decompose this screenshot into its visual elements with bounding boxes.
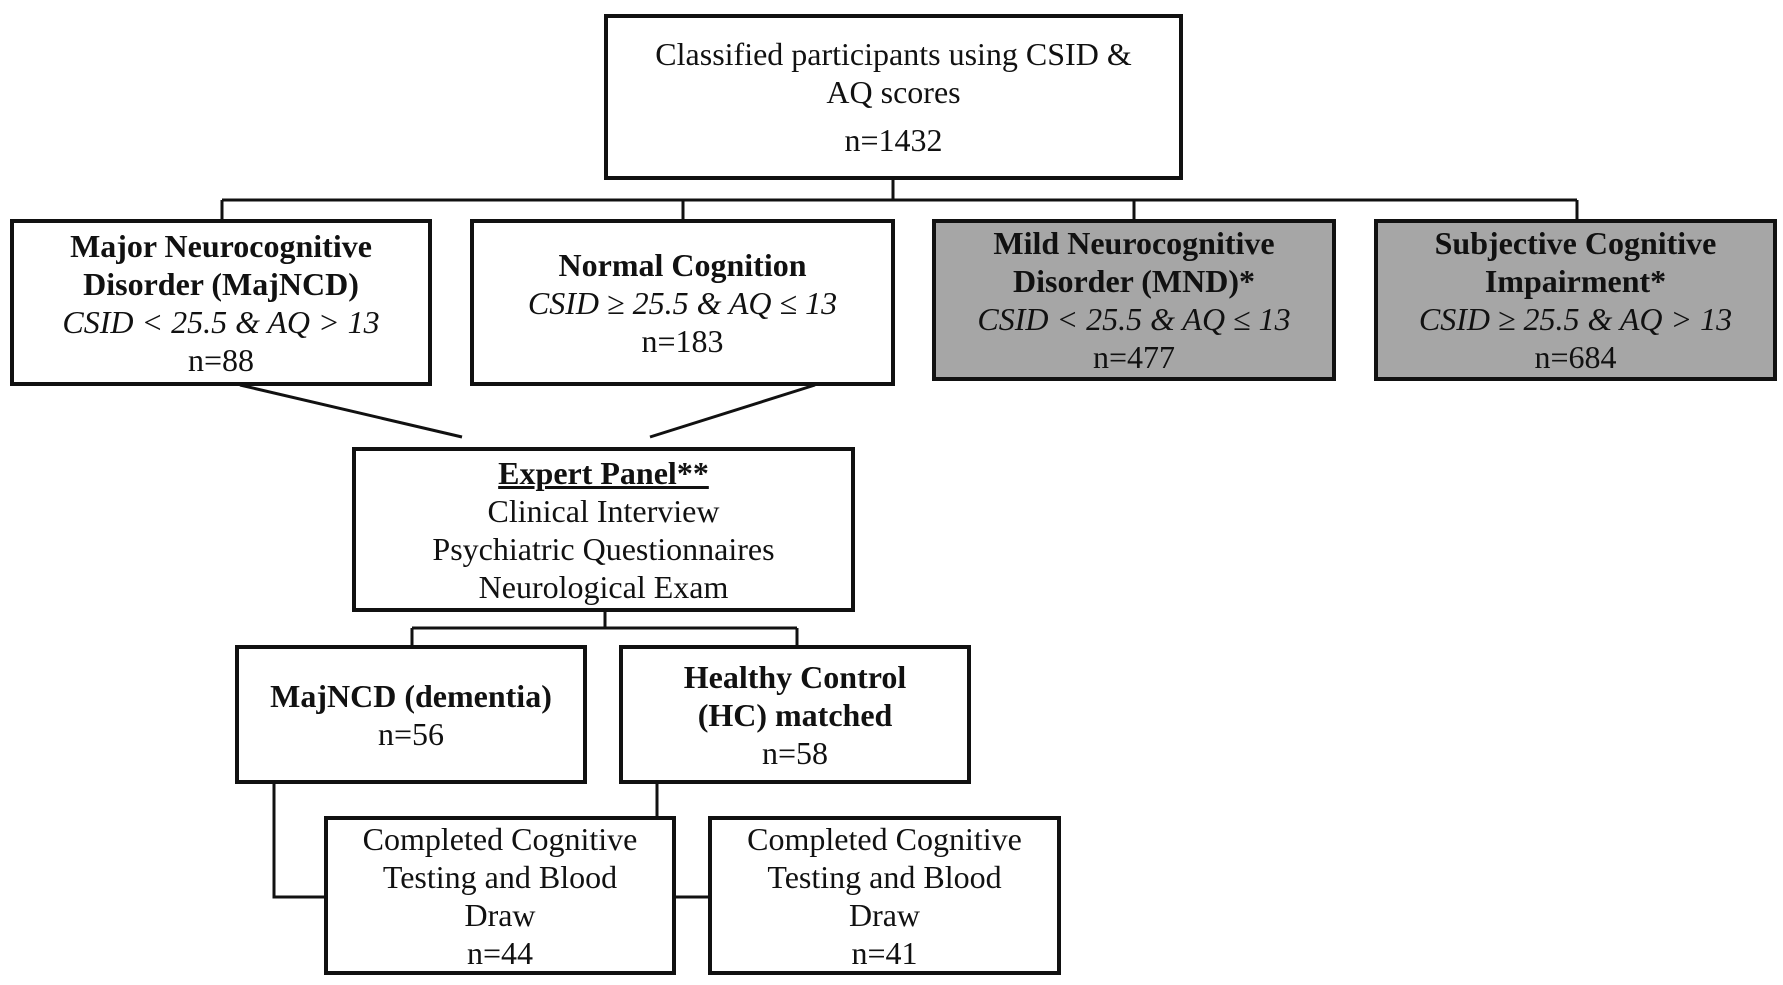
root-box: Classified participants using CSID & AQ … bbox=[604, 14, 1183, 180]
hc-title-line1: Healthy Control bbox=[683, 658, 907, 695]
dementia-completed-line3: Draw bbox=[464, 896, 536, 933]
hc-completed-line1: Completed Cognitive bbox=[747, 820, 1022, 857]
expert-panel-item3: Neurological Exam bbox=[478, 568, 729, 605]
normal-title: Normal Cognition bbox=[558, 246, 807, 283]
hc-count: n=58 bbox=[761, 734, 829, 771]
majncd-count: n=88 bbox=[187, 341, 255, 378]
dementia-box: MajNCD (dementia) n=56 bbox=[235, 645, 587, 784]
hc-completed-count: n=41 bbox=[851, 934, 918, 971]
expert-panel-item1: Clinical Interview bbox=[487, 492, 720, 529]
expert-panel-box: Expert Panel** Clinical Interview Psychi… bbox=[352, 447, 855, 612]
expert-panel-title: Expert Panel** bbox=[498, 454, 709, 491]
hc-box: Healthy Control (HC) matched n=58 bbox=[619, 645, 971, 784]
normal-box: Normal Cognition CSID ≥ 25.5 & AQ ≤ 13 n… bbox=[470, 219, 895, 386]
majncd-box: Major Neurocognitive Disorder (MajNCD) C… bbox=[10, 219, 432, 386]
hc-completed-box: Completed Cognitive Testing and Blood Dr… bbox=[708, 816, 1061, 975]
dementia-completed-line2: Testing and Blood bbox=[382, 858, 618, 895]
sci-box: Subjective Cognitive Impairment* CSID ≥ … bbox=[1374, 219, 1777, 381]
mnd-count: n=477 bbox=[1092, 339, 1176, 375]
dementia-title: MajNCD (dementia) bbox=[270, 677, 552, 714]
normal-criteria: CSID ≥ 25.5 & AQ ≤ 13 bbox=[527, 284, 838, 321]
hc-title-line2: (HC) matched bbox=[697, 696, 893, 733]
dementia-completed-line1: Completed Cognitive bbox=[362, 820, 638, 857]
majncd-to-panel bbox=[239, 383, 463, 439]
sci-title-line1: Subjective Cognitive bbox=[1434, 225, 1717, 261]
root-count: n=1432 bbox=[844, 122, 943, 158]
dementia-count: n=56 bbox=[377, 715, 445, 752]
hc-completed-line3: Draw bbox=[848, 896, 921, 933]
hc-completed-line2: Testing and Blood bbox=[767, 858, 1002, 895]
dementia-to-completed bbox=[272, 783, 328, 899]
expert-panel-item2: Psychiatric Questionnaires bbox=[432, 530, 775, 567]
majncd-title-line1: Major Neurocognitive bbox=[70, 227, 372, 264]
normal-count: n=183 bbox=[641, 322, 724, 359]
root-line1: Classified participants using CSID & bbox=[655, 36, 1132, 72]
mnd-box: Mild Neurocognitive Disorder (MND)* CSID… bbox=[932, 219, 1336, 381]
dementia-completed-count: n=44 bbox=[466, 934, 534, 971]
dementia-completed-box: Completed Cognitive Testing and Blood Dr… bbox=[324, 816, 676, 975]
sci-title-line2: Impairment* bbox=[1484, 263, 1667, 299]
sci-criteria: CSID ≥ 25.5 & AQ > 13 bbox=[1418, 301, 1733, 337]
majncd-title-line2: Disorder (MajNCD) bbox=[83, 265, 359, 302]
root-line2: AQ scores bbox=[826, 74, 961, 110]
mnd-criteria: CSID < 25.5 & AQ ≤ 13 bbox=[977, 301, 1291, 337]
majncd-criteria: CSID < 25.5 & AQ > 13 bbox=[62, 303, 380, 340]
mnd-title-line1: Mild Neurocognitive bbox=[993, 225, 1275, 261]
mnd-title-line2: Disorder (MND)* bbox=[1012, 263, 1255, 299]
normal-to-panel bbox=[649, 383, 816, 439]
sci-count: n=684 bbox=[1534, 339, 1617, 375]
